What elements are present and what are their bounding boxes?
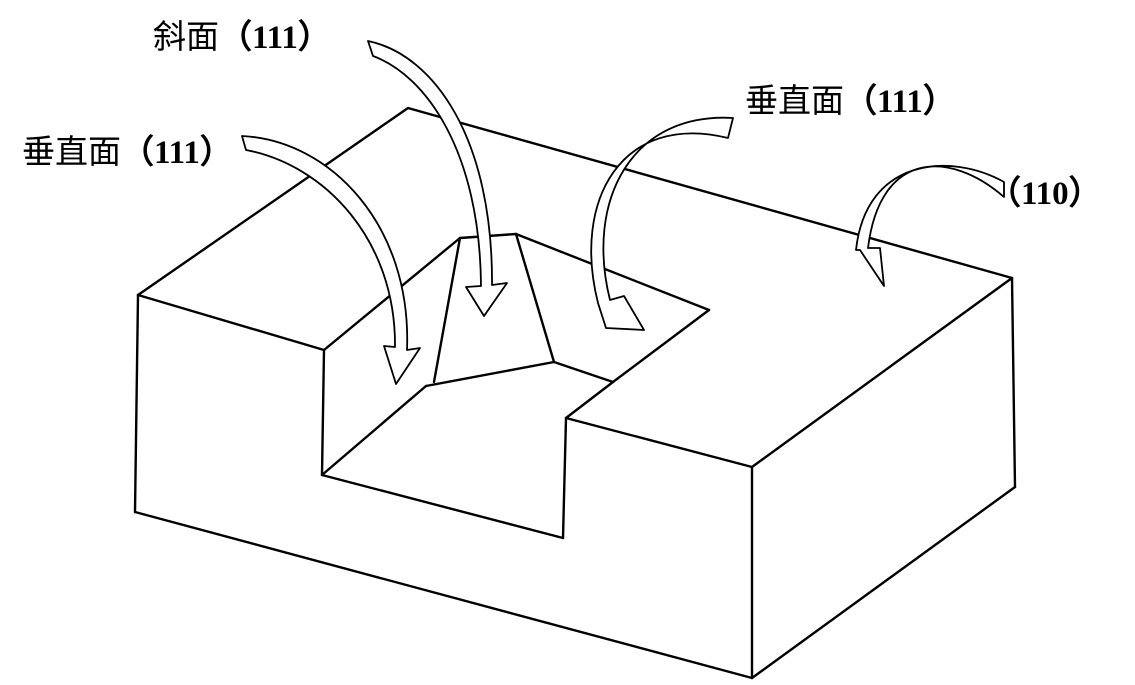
top-face-arrow [855,165,1005,287]
slope-face-label-index: （111） [219,20,331,56]
groove-right-rim [514,232,711,312]
top-face-label-index: （110） [988,176,1102,212]
slope-face-arrow [367,40,508,317]
slope-right-edge [514,232,556,364]
groove-floor-front-edge [320,473,565,540]
groove-notch-edge [564,380,615,420]
right-vertical-face-label: 垂直面（111） [745,84,956,119]
groove-edges [320,232,711,540]
right-front-top-edge [564,276,1014,469]
slope-face-label: 斜面（111） [153,20,331,55]
top-face-label: （110） [988,176,1102,211]
groove-front-wall-vertical [561,416,568,540]
groove-floor-back-edge [552,360,615,384]
right-vertical-face-arrow [590,116,734,331]
groove-floor-left-edge [320,384,428,477]
left-vertical-face-label: 垂直面（111） [22,135,233,170]
slope-face-edges [424,232,556,388]
slope-left-edge [432,236,462,384]
right-vertical-face-label-index: （111） [844,84,956,120]
left-top-edge [136,293,326,352]
bottom-right-edge [750,485,1017,680]
groove-right-rim-diagonal [611,308,711,384]
right-vertical-face-label-text: 垂直面 [745,81,844,120]
left-front-vertical-edge [133,293,140,514]
left-vertical-face-label-index: （111） [121,135,233,171]
bottom-left-edge [133,510,754,680]
left-vertical-face-arrow [241,135,421,385]
left-vertical-face-label-text: 垂直面 [22,132,121,171]
groove-left-wall-vertical [320,348,326,477]
slope-face-label-text: 斜面 [153,17,219,56]
top-back-edge [136,106,1014,297]
arrows [241,40,1005,385]
right-back-vertical-edge [1010,276,1017,489]
block-edges [133,106,1017,680]
slope-bottom-edge [424,360,556,388]
